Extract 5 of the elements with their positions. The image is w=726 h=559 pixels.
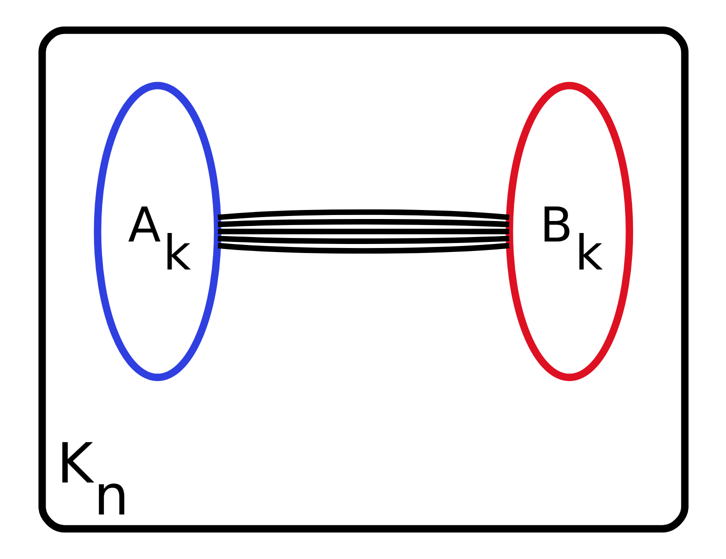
connector xyxy=(217,236,509,244)
connector xyxy=(217,219,509,228)
connector xyxy=(217,228,509,234)
connector xyxy=(217,242,509,254)
connector xyxy=(217,209,509,220)
